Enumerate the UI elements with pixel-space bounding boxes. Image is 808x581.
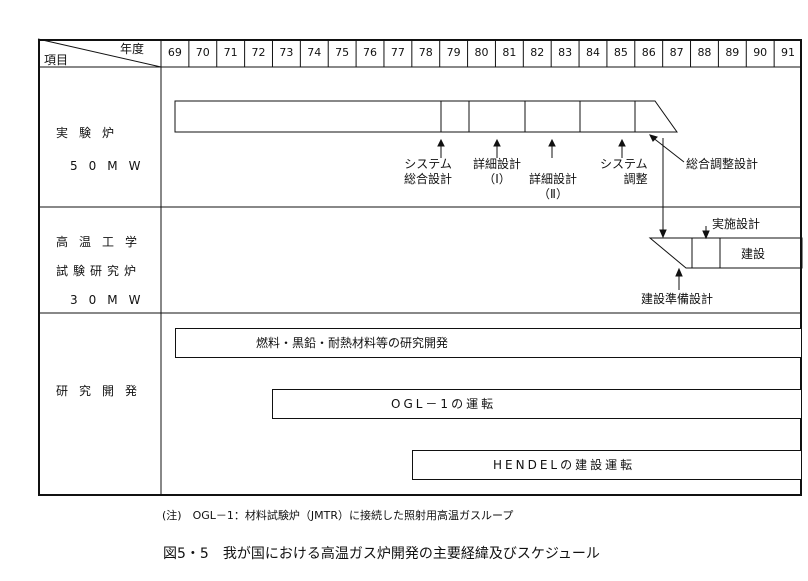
year-cell: 79 xyxy=(446,46,461,59)
year-cell: 90 xyxy=(753,46,768,59)
section-htgr-title-1: 高温工学 xyxy=(56,235,149,249)
label-construction: 建設 xyxy=(741,247,766,261)
year-cell: 72 xyxy=(251,46,266,59)
year-cell: 74 xyxy=(307,46,322,59)
schedule-table-frame xyxy=(38,39,802,496)
year-cell: 80 xyxy=(474,46,489,59)
year-cell: 82 xyxy=(530,46,545,59)
year-cell: 89 xyxy=(725,46,740,59)
year-cell: 87 xyxy=(669,46,684,59)
bar-hendel-label: HENDELの建設運転 xyxy=(493,458,636,472)
year-cell: 69 xyxy=(167,46,182,59)
year-cell: 88 xyxy=(697,46,712,59)
bar-ogl1-operation-label: OGL－1の運転 xyxy=(391,397,497,411)
figure-caption: 図5・5 我が国における高温ガス炉開発の主要経緯及びスケジュール xyxy=(163,546,600,562)
bar-fuel-materials-rd-label: 燃料・黒鉛・耐熱材料等の研究開発 xyxy=(256,336,449,350)
section-experimental-reactor-power: 50MW xyxy=(70,159,152,173)
year-cell: 85 xyxy=(613,46,628,59)
label-system-design: システム 総合設計 xyxy=(404,157,453,186)
section-research-development-title: 研究開発 xyxy=(56,384,149,398)
year-cell: 77 xyxy=(390,46,405,59)
year-cell: 75 xyxy=(335,46,350,59)
label-implementation-design: 実施設計 xyxy=(712,217,761,231)
year-header-label: 年度 xyxy=(120,42,145,56)
label-detailed-design-2: 詳細設計 （Ⅱ） xyxy=(529,172,578,201)
bar-fuel-materials-rd: 燃料・黒鉛・耐熱材料等の研究開発 xyxy=(175,328,802,358)
year-cell: 73 xyxy=(279,46,294,59)
year-cell: 81 xyxy=(502,46,517,59)
bar-hendel-construction-operation: HENDELの建設運転 xyxy=(412,450,802,480)
item-header-label: 項目 xyxy=(44,53,69,67)
year-cell: 83 xyxy=(558,46,573,59)
section-htgr-title-2: 試験研究炉 xyxy=(56,264,142,278)
label-overall-adjust-design: 総合調整設計 xyxy=(686,157,759,171)
section-experimental-reactor-title: 実験炉 xyxy=(56,126,126,140)
label-construction-prep-design: 建設準備設計 xyxy=(641,292,714,306)
year-cell: 91 xyxy=(781,46,796,59)
footnote: (注) OGL－1：材料試験炉（JMTR）に接続した照射用高温ガスループ xyxy=(162,509,514,522)
year-cell: 78 xyxy=(418,46,433,59)
year-cell: 70 xyxy=(195,46,210,59)
section-htgr-power: 30MW xyxy=(70,293,152,307)
year-cell: 84 xyxy=(585,46,600,59)
bar-ogl1-operation: OGL－1の運転 xyxy=(272,389,802,419)
label-detailed-design-1: 詳細設計 （Ⅰ） xyxy=(473,157,522,186)
year-cell: 76 xyxy=(363,46,377,59)
year-cell: 86 xyxy=(641,46,656,59)
year-cell: 71 xyxy=(223,46,238,59)
label-system-adjust: システム 調整 xyxy=(600,157,648,186)
